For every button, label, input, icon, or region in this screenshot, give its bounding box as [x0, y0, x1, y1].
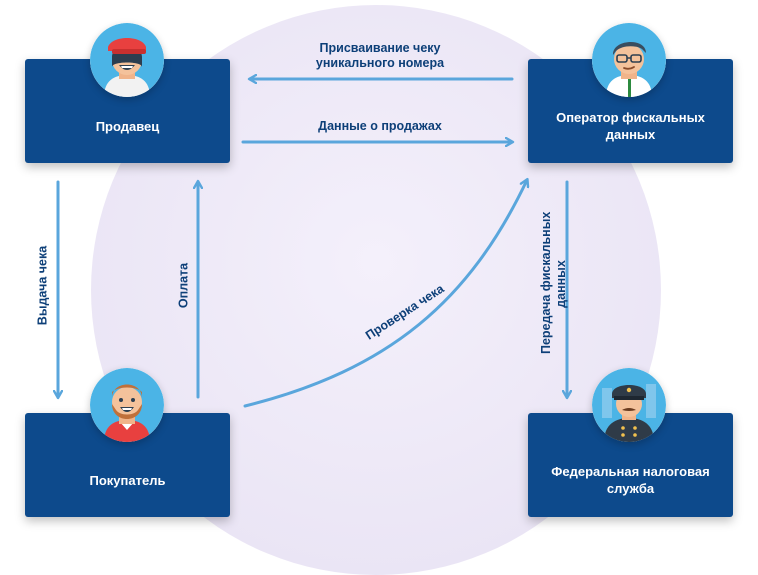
operator-label-line1: Оператор фискальных	[556, 110, 705, 125]
label-transfer-line2: данных	[554, 260, 568, 308]
seller-label: Продавец	[95, 118, 160, 134]
label-issue-receipt: Выдача чека	[35, 245, 50, 326]
seller-avatar-icon	[90, 23, 164, 97]
label-assign-line1: Присваивание чеку	[319, 41, 441, 55]
buyer-avatar-icon	[90, 368, 164, 442]
buyer-label: Покупатель	[89, 472, 166, 488]
label-transfer-line1: Передача фискальных	[539, 211, 553, 354]
label-payment: Оплата	[176, 262, 191, 309]
label-sales-data: Данные о продажах	[318, 119, 442, 133]
operator-label-line2: данных	[605, 127, 656, 142]
arrow-check-receipt	[243, 180, 527, 408]
tax-label-line2: служба	[606, 481, 655, 496]
tax-label-line1: Федеральная налоговая	[551, 464, 710, 479]
tax-officer-avatar-icon	[592, 368, 666, 442]
operator-box: Оператор фискальных данных	[528, 59, 733, 163]
operator-avatar-icon	[592, 23, 666, 97]
label-assign-line2: уникального номера	[315, 56, 445, 70]
label-transfer-data: Передача фискальных данных	[539, 211, 569, 354]
label-assign-number: Присваивание чеку уникального номера	[300, 41, 460, 71]
